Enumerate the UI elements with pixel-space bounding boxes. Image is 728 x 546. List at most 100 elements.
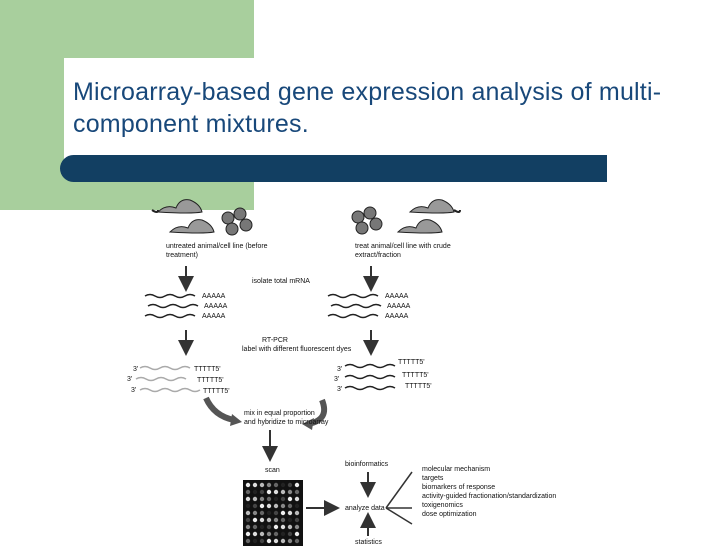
mrna-strand [148,305,198,308]
outcome-item: biomarkers of response [422,484,495,491]
array-spot [267,518,271,522]
left-caption-line-1: untreated animal/cell line (before [166,243,268,250]
array-spot [281,511,285,515]
cdna-strand [345,387,395,390]
array-spot [295,511,299,515]
array-spot [274,483,278,487]
tttt-label: TTTTT5' [203,388,230,395]
analyze-data-label: analyze data [345,505,385,512]
poly-a-label: AAAAA [204,303,228,310]
array-spot [281,532,285,536]
array-spot [281,504,285,508]
bioinformatics-label: bioinformatics [345,461,389,468]
cdna-strand [140,367,190,370]
mrna-strand [331,305,381,308]
poly-a-label: AAAAA [202,293,226,300]
outcome-item: dose optimization [422,511,477,518]
mix-arrow-left [206,398,234,420]
microarray-chip [243,480,303,546]
right-caption-line-1: treat animal/cell line with crude [355,243,451,250]
outcome-item: toxigenomics [422,502,463,509]
array-spot [288,539,292,543]
array-spot [246,497,250,501]
tttt-label: TTTTT5' [405,383,432,390]
mrna-strand [145,315,195,318]
poly-a-label: AAAAA [385,293,409,300]
three-prime-label: 3' [131,387,136,394]
three-prime-label: 3' [337,386,342,393]
array-spot [253,532,257,536]
array-spot [246,511,250,515]
mrna-strand [145,295,195,298]
array-spot [274,511,278,515]
array-spot [253,539,257,543]
array-spot [253,525,257,529]
cdna-strand [136,378,186,381]
mrna-strand [328,295,378,298]
array-spot [295,539,299,543]
cell-culture-icon [222,208,252,235]
array-spot [253,518,257,522]
poly-a-label: AAAAA [202,313,226,320]
array-spot [253,483,257,487]
three-prime-label: 3' [127,376,132,383]
array-spot [253,511,257,515]
array-spot [267,504,271,508]
array-spot [274,525,278,529]
array-spot [260,504,264,508]
array-spot [295,490,299,494]
mix-label-line-2: and hybridize to microarray [244,419,329,426]
array-spot [267,490,271,494]
isolate-label: isolate total mRNA [252,278,310,285]
array-spot [260,511,264,515]
array-spot [246,525,250,529]
array-spot [267,539,271,543]
poly-a-label: AAAAA [385,313,409,320]
array-spot [267,525,271,529]
array-spot [295,483,299,487]
array-spot [246,539,250,543]
array-spot [246,532,250,536]
array-spot [295,518,299,522]
array-spot [260,483,264,487]
array-spot [267,532,271,536]
array-spot [253,490,257,494]
left-caption-line-2: treatment) [166,252,198,259]
array-spot [253,497,257,501]
array-spot [288,518,292,522]
array-spot [288,525,292,529]
array-spot [274,504,278,508]
array-spot [295,532,299,536]
rt-pcr-label: RT-PCR [262,337,288,344]
array-spot [246,483,250,487]
cdna-strand [140,389,200,392]
array-spot [295,504,299,508]
outcome-item: molecular mechanism [422,466,490,473]
array-spot [246,490,250,494]
array-spot [274,497,278,501]
array-spot [267,511,271,515]
array-spot [260,497,264,501]
mouse-icon [152,200,202,213]
mouse-icon [398,220,442,233]
array-spot [274,539,278,543]
outcome-item: activity-guided fractionation/standardiz… [422,493,556,500]
mouse-icon [410,200,460,213]
array-spot [281,518,285,522]
array-spot [281,525,285,529]
array-spot [288,483,292,487]
array-spot [260,532,264,536]
poly-a-label: AAAAA [387,303,411,310]
array-spot [295,497,299,501]
tttt-label: TTTTT5' [197,377,224,384]
three-prime-label: 3' [133,366,138,373]
three-prime-label: 3' [337,366,342,373]
array-spot [288,497,292,501]
array-spot [288,532,292,536]
array-spot [288,504,292,508]
scan-label: scan [265,467,280,474]
mrna-strand [328,315,378,318]
three-prime-label: 3' [334,376,339,383]
array-spot [281,483,285,487]
